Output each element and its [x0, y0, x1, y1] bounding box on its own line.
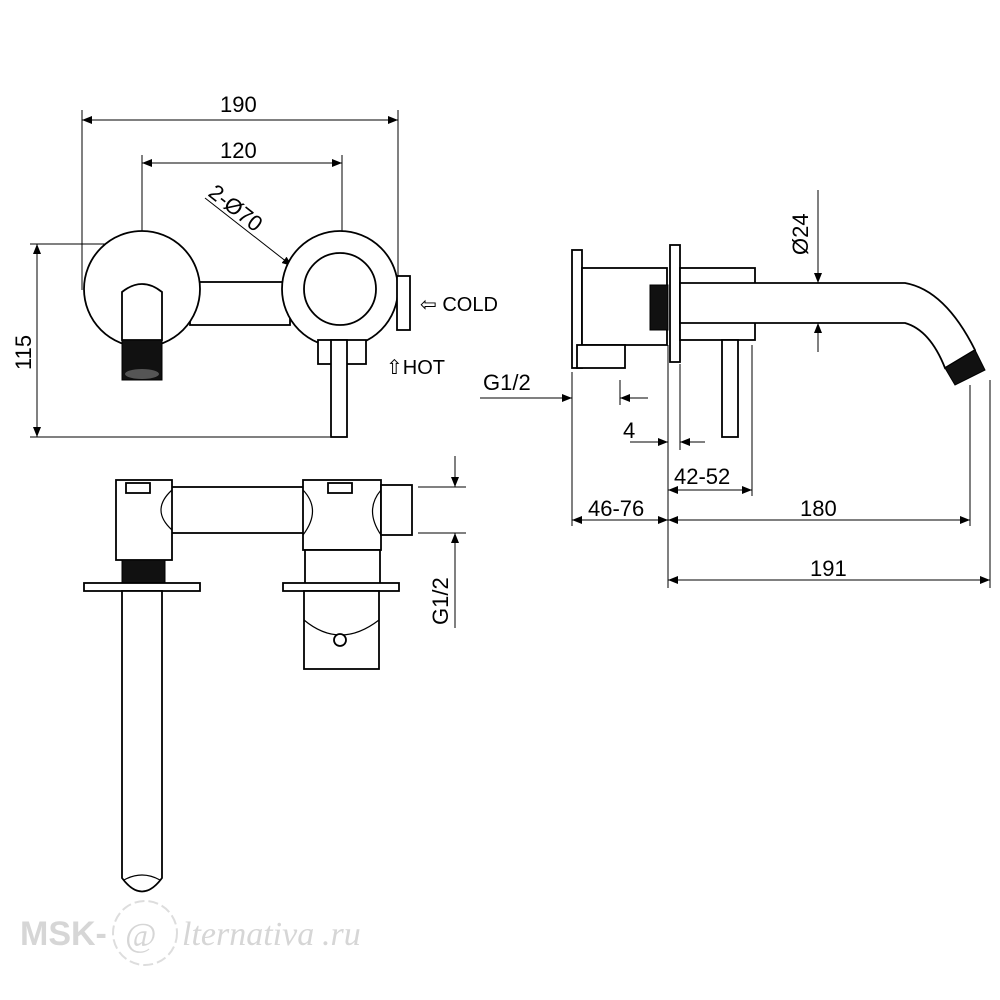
thread	[121, 559, 166, 585]
side-thread	[649, 284, 669, 331]
wall-plate-right	[282, 582, 400, 592]
valve-cap	[303, 252, 377, 326]
top-view: G1/2	[83, 456, 466, 893]
side-nozzle	[944, 349, 986, 386]
watermark-domain: .ru	[322, 916, 361, 953]
watermark-suffix: lternativa	[182, 916, 314, 953]
mixer-body	[189, 281, 291, 326]
watermark-at: @	[125, 917, 156, 954]
dim-g12-top: G1/2	[428, 577, 453, 625]
side-handle	[721, 339, 739, 438]
watermark-logo: MSK- @ lternativa .ru	[20, 900, 361, 966]
screw-left	[125, 482, 151, 494]
side-wall-plate	[669, 244, 681, 363]
wall-plate-left	[83, 582, 201, 592]
dim-d24: Ø24	[788, 213, 813, 255]
side-view: Ø24 G1/2 4 42-52 46-76 180 191	[480, 190, 991, 588]
cold-inlet	[396, 275, 411, 331]
spout-pipe	[121, 590, 163, 893]
handle-lever	[330, 339, 348, 438]
screw-right	[327, 482, 353, 494]
leader-rosette	[204, 197, 293, 267]
cold-fitting	[380, 484, 413, 536]
dim-g12-side: G1/2	[483, 370, 531, 395]
dim-191: 191	[810, 556, 847, 581]
watermark-prefix: MSK-	[20, 915, 107, 953]
dim-rosette: 2-Ø70	[204, 179, 268, 236]
dim-4: 4	[623, 418, 635, 443]
dim-115: 115	[11, 335, 36, 370]
dim-190: 190	[220, 92, 257, 117]
hot-label: ⇧HOT	[386, 357, 445, 379]
dim-120: 120	[220, 138, 257, 163]
dim-46-76: 46-76	[588, 496, 644, 521]
dim-42-52: 42-52	[674, 464, 730, 489]
front-view: 190 120 2-Ø70 115 ⇦ COLD ⇧HOT	[11, 92, 498, 438]
valve-housing	[304, 549, 381, 586]
dim-180: 180	[800, 496, 837, 521]
cold-label: ⇦ COLD	[420, 294, 498, 316]
spout	[121, 283, 163, 341]
body-bar	[164, 486, 311, 534]
cartridge	[303, 590, 380, 670]
